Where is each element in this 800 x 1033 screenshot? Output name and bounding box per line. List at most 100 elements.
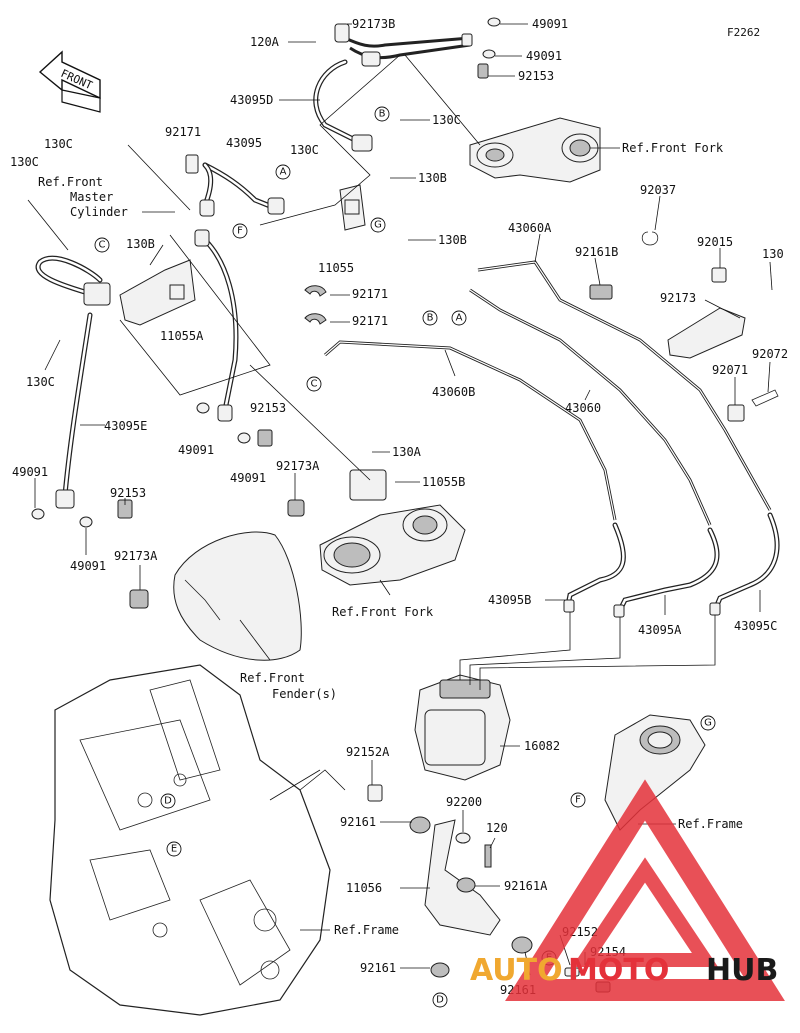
label-49091: 49091	[230, 471, 266, 485]
label-49091: 49091	[12, 465, 48, 479]
label-92173a: 92173A	[276, 459, 320, 473]
label-130b: 130B	[126, 237, 155, 251]
label-92161b: 92161B	[575, 245, 618, 259]
label-130b: 130B	[418, 171, 447, 185]
svg-text:C: C	[99, 240, 106, 251]
svg-text:E: E	[171, 844, 177, 855]
label-92173b: 92173B	[352, 17, 395, 31]
figure-code: F2262	[727, 26, 760, 39]
svg-text:F: F	[237, 226, 243, 237]
label-92153: 92153	[250, 401, 286, 415]
label-49091: 49091	[178, 443, 214, 457]
ref-front-fork-top: Ref.Front Fork	[622, 141, 724, 155]
svg-text:A: A	[456, 313, 463, 324]
label-92072: 92072	[752, 347, 788, 361]
label-130c: 130C	[432, 113, 461, 127]
upper-fork-bracket	[469, 117, 601, 183]
svg-text:G: G	[374, 220, 382, 231]
label-130c: 130C	[26, 375, 55, 389]
label-120a: 120A	[250, 35, 280, 49]
label-16082: 16082	[524, 739, 560, 753]
main-frame	[49, 664, 331, 1016]
ref-frame-right: Ref.Frame	[678, 817, 743, 831]
svg-text:C: C	[311, 379, 318, 390]
watermark-text: AUTO MOTO HUB	[470, 953, 778, 988]
washer-49091-mid	[196, 402, 273, 447]
ref-frame-bottom: Ref.Frame	[334, 923, 399, 937]
ref-front-master-line3: Cylinder	[70, 205, 128, 219]
callout-g-right: G	[700, 715, 716, 731]
bracket-92173	[589, 231, 779, 422]
label-92173a: 92173A	[114, 549, 158, 563]
label-11055: 11055	[318, 261, 354, 275]
part-labels: 120A 92173B 49091 49091 92153 43095D 130…	[10, 17, 788, 997]
hose-43095d	[313, 23, 473, 152]
svg-text:AUTO: AUTO	[470, 953, 563, 988]
label-130b: 130B	[438, 233, 467, 247]
bracket-11055a	[119, 259, 196, 326]
label-130c: 130C	[44, 137, 73, 151]
front-arrow-icon: FRONT	[38, 50, 101, 113]
callout-b-pipe: B	[422, 310, 438, 326]
callout-f-right: F	[570, 792, 586, 808]
callout-a-pipe: A	[451, 310, 467, 326]
svg-text:A: A	[280, 167, 287, 178]
callout-g-top: G	[370, 217, 386, 233]
label-43095: 43095	[226, 136, 262, 150]
ref-front-master-line1: Ref.Front	[38, 175, 103, 189]
ref-front-fork-mid: Ref.Front Fork	[332, 605, 434, 619]
label-43060: 43060	[565, 401, 601, 415]
label-92171: 92171	[352, 287, 388, 301]
label-92153: 92153	[110, 486, 146, 500]
callout-e-frame: E	[166, 841, 182, 857]
label-120: 120	[486, 821, 508, 835]
right-frame	[604, 714, 706, 831]
svg-text:HUB: HUB	[706, 953, 778, 988]
label-43095c: 43095C	[734, 619, 777, 633]
label-92171: 92171	[165, 125, 201, 139]
reference-lines	[119, 54, 481, 791]
label-49091: 49091	[70, 559, 106, 573]
svg-text:B: B	[379, 109, 386, 120]
label-43095b: 43095B	[488, 593, 531, 607]
label-11055a: 11055A	[160, 329, 204, 343]
label-11056: 11056	[346, 881, 382, 895]
label-43095d: 43095D	[230, 93, 273, 107]
label-130c: 130C	[10, 155, 39, 169]
label-43060b: 43060B	[432, 385, 475, 399]
label-49091: 49091	[532, 17, 568, 31]
ref-front-fender-line2: Fender(s)	[272, 687, 337, 701]
label-92171: 92171	[352, 314, 388, 328]
svg-text:F: F	[575, 795, 581, 806]
svg-text:MOTO: MOTO	[568, 953, 669, 988]
hose-43095e	[31, 255, 133, 528]
watermark-logo	[505, 779, 785, 1001]
abs-unit	[414, 674, 511, 781]
clip-92171	[304, 285, 327, 325]
callout-a-top: A	[275, 164, 291, 180]
brake-pipes	[324, 260, 772, 526]
svg-text:G: G	[704, 718, 712, 729]
washer-49091-top	[477, 17, 501, 79]
lower-fork-bracket	[319, 469, 466, 586]
hose-43095	[185, 154, 285, 422]
bracket-11056	[367, 784, 611, 993]
front-fender	[129, 499, 305, 661]
label-92037: 92037	[640, 183, 676, 197]
label-130a: 130A	[392, 445, 422, 459]
label-92152a: 92152A	[346, 745, 390, 759]
label-11055b: 11055B	[422, 475, 465, 489]
label-92161a: 92161A	[504, 879, 548, 893]
lower-hoses	[563, 512, 780, 618]
callout-b-top: B	[374, 106, 390, 122]
reference-labels: Ref.Front Fork Ref.Front Master Cylinder…	[38, 141, 743, 937]
label-130: 130	[762, 247, 784, 261]
callout-d-bottom: D	[432, 992, 448, 1008]
ref-front-master-line2: Master	[70, 190, 113, 204]
label-92153: 92153	[518, 69, 554, 83]
label-92161: 92161	[360, 961, 396, 975]
callout-f-top: F	[232, 223, 248, 239]
label-92161: 92161	[340, 815, 376, 829]
label-130c: 130C	[290, 143, 319, 157]
